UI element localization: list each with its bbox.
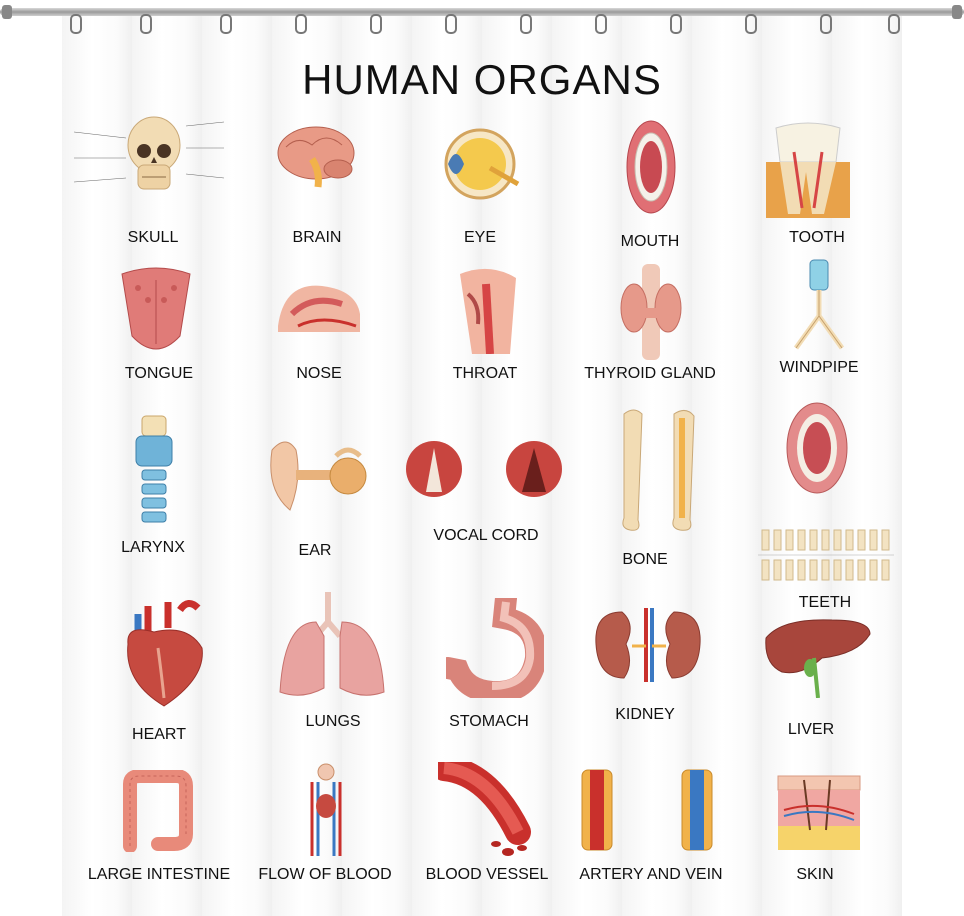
curtain-ring (70, 14, 82, 34)
organ-label-ear: EAR (298, 542, 332, 559)
tooth-illustration (766, 122, 850, 218)
organ-label-heart: HEART (132, 726, 186, 743)
organ-label-nose: NOSE (296, 365, 342, 382)
organ-label-tooth: TOOTH (789, 229, 845, 246)
bone-illustration (622, 409, 695, 531)
page-title: HUMAN ORGANS (302, 56, 662, 103)
organ-label-flow-of-blood: FLOW OF BLOOD (258, 866, 392, 883)
organ-label-throat: THROAT (452, 365, 518, 382)
nose-illustration (278, 285, 360, 332)
blood-vessel-illustration (438, 762, 531, 856)
organ-label-bone: BONE (622, 551, 668, 568)
lungs-illustration (279, 592, 385, 696)
teeth-chart-illustration (758, 529, 894, 581)
organ-label-skin: SKIN (796, 866, 834, 883)
curtain-ring (670, 14, 682, 34)
brain-illustration (277, 126, 355, 188)
organ-label-skull: SKULL (127, 229, 179, 246)
rod-end-cap (952, 5, 962, 19)
curtain-rod (0, 8, 964, 16)
throat-illustration (460, 268, 516, 354)
artery-and-vein-illustration (581, 769, 713, 851)
kidney-illustration (595, 608, 701, 682)
organ-label-larynx: LARYNX (121, 539, 185, 556)
large-intestine-illustration (123, 770, 193, 852)
skin-illustration (777, 775, 861, 850)
organ-label-vocal-cord: VOCAL CORD (433, 527, 539, 544)
larynx-illustration (135, 415, 173, 523)
flow-of-blood-illustration (310, 763, 342, 856)
rod-end-cap (2, 5, 12, 19)
curtain-ring (520, 14, 532, 34)
liver-illustration (765, 619, 871, 698)
organ-label-large-intestine: LARGE INTESTINE (87, 866, 231, 883)
ear-illustration (270, 441, 367, 511)
curtain-ring (140, 14, 152, 34)
eye-illustration (444, 128, 520, 200)
organ-label-thyroid-gland: THYROID GLAND (584, 365, 716, 382)
heart-illustration (127, 600, 203, 707)
skull-callouts (74, 121, 224, 183)
organ-label-artery-and-vein: ARTERY AND VEIN (579, 866, 723, 883)
curtain-ring (820, 14, 832, 34)
windpipe-illustration (793, 259, 845, 350)
organ-label-tongue: TONGUE (124, 365, 194, 382)
stomach-illustration (446, 598, 544, 698)
thyroid-illustration (620, 264, 682, 360)
skull-illustration (127, 116, 181, 190)
curtain-ring (295, 14, 307, 34)
organ-label-blood-vessel: BLOOD VESSEL (425, 866, 549, 883)
organ-label-kidney: KIDNEY (615, 706, 675, 723)
curtain-ring (595, 14, 607, 34)
vocal-cord-illustration (406, 441, 562, 497)
organ-label-teeth: TEETH (798, 594, 852, 611)
organ-label-lungs: LUNGS (305, 713, 361, 730)
organ-label-liver: LIVER (787, 721, 835, 738)
organ-label-eye: EYE (463, 229, 496, 246)
tongue-illustration (121, 267, 191, 350)
curtain-ring (888, 14, 900, 34)
mouth-illustration (626, 120, 676, 214)
teeth-arch-illustration (786, 402, 848, 494)
curtain-ring (220, 14, 232, 34)
curtain-ring (370, 14, 382, 34)
organ-label-brain: BRAIN (292, 229, 342, 246)
organ-label-windpipe: WINDPIPE (779, 359, 859, 376)
organ-label-mouth: MOUTH (620, 233, 680, 250)
curtain-ring (445, 14, 457, 34)
organ-label-stomach: STOMACH (449, 713, 529, 730)
curtain-ring (745, 14, 757, 34)
